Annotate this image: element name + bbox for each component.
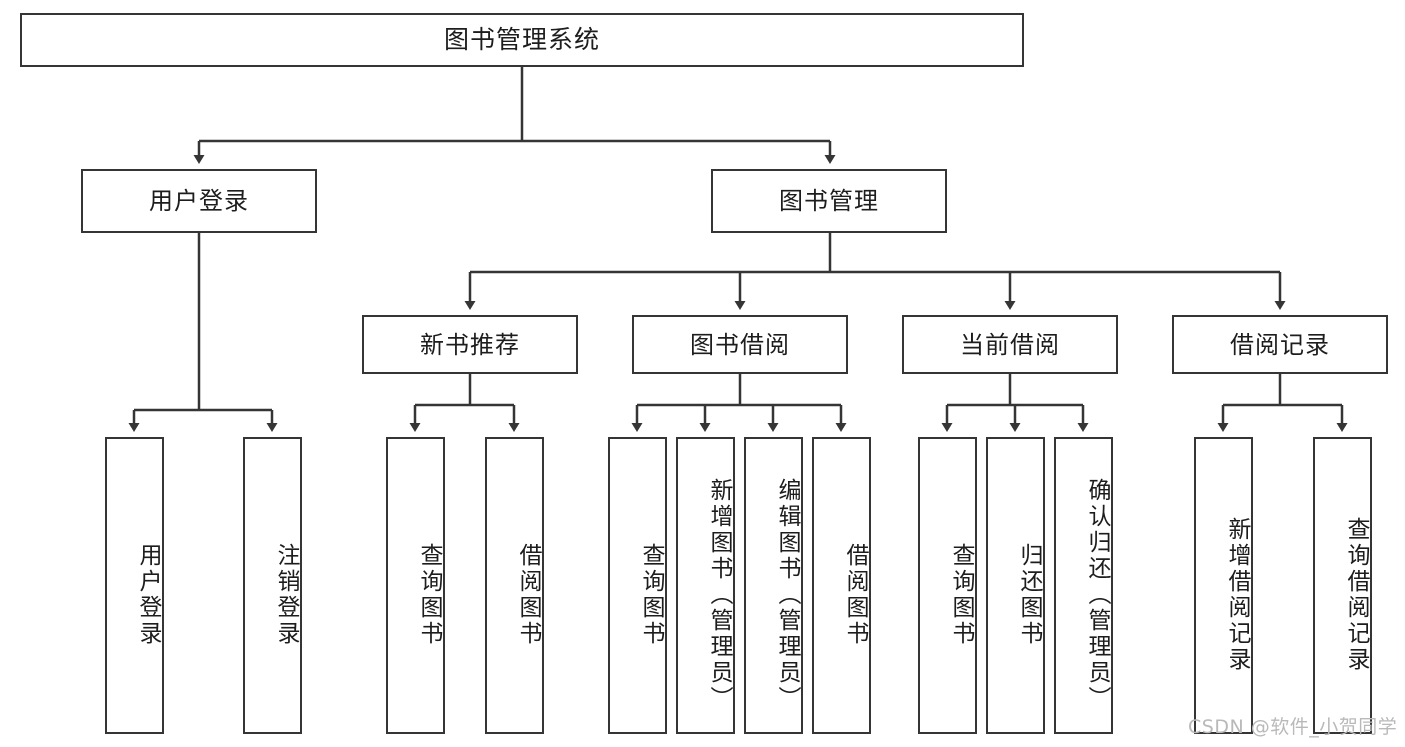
node-leaf-query-record[interactable]: 查询借阅记录	[1313, 437, 1372, 734]
node-current-borrow[interactable]: 当前借阅	[902, 315, 1118, 374]
node-leaf-borrow-book-1[interactable]: 借阅图书	[485, 437, 544, 734]
node-user-login[interactable]: 用户登录	[81, 169, 317, 233]
node-leaf-query-book-2[interactable]: 查询图书	[608, 437, 667, 734]
node-leaf-edit-book[interactable]: 编辑图书（管理员）	[744, 437, 803, 734]
node-borrow-record[interactable]: 借阅记录	[1172, 315, 1388, 374]
node-leaf-add-record[interactable]: 新增借阅记录	[1194, 437, 1253, 734]
node-leaf-confirm-return[interactable]: 确认归还（管理员）	[1054, 437, 1113, 734]
node-new-book-recommend[interactable]: 新书推荐	[362, 315, 578, 374]
node-leaf-borrow-book-2[interactable]: 借阅图书	[812, 437, 871, 734]
node-leaf-return-book[interactable]: 归还图书	[986, 437, 1045, 734]
node-leaf-query-book-1[interactable]: 查询图书	[386, 437, 445, 734]
node-root[interactable]: 图书管理系统	[20, 13, 1024, 67]
node-leaf-user-login[interactable]: 用户登录	[105, 437, 164, 734]
node-leaf-query-book-3[interactable]: 查询图书	[918, 437, 977, 734]
watermark: CSDN @软件_小贺同学	[1188, 716, 1398, 738]
node-leaf-add-book[interactable]: 新增图书（管理员）	[676, 437, 735, 734]
node-book-manage[interactable]: 图书管理	[711, 169, 947, 233]
node-leaf-logout[interactable]: 注销登录	[243, 437, 302, 734]
node-book-borrow[interactable]: 图书借阅	[632, 315, 848, 374]
